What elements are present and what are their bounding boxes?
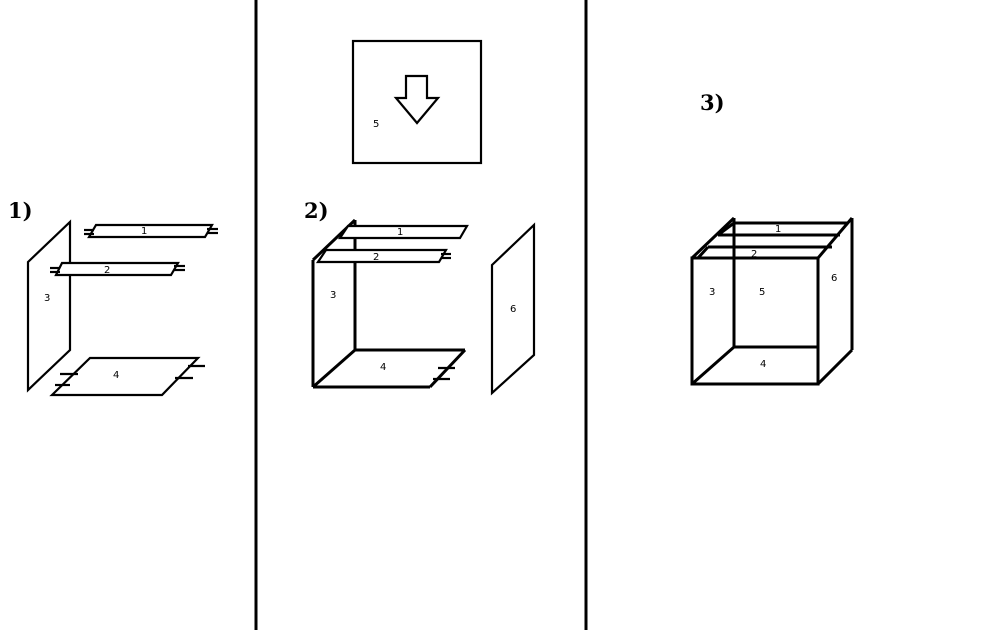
bottom-panel-4	[49, 356, 205, 397]
step-1-label: 1)	[8, 198, 33, 223]
step-3-panel: 3) 1 2 3 5 4 6	[690, 90, 854, 386]
step-3-label: 3)	[700, 90, 725, 115]
step-2-label: 2)	[304, 198, 329, 223]
part-4-label-step2: 4	[380, 362, 386, 373]
part-6-label: 6	[510, 304, 516, 315]
step-2-panel: 2) 5 1 2 3 4 6	[304, 39, 536, 396]
part-2-label-step3: 2	[751, 249, 757, 260]
part-3-label-step2: 3	[330, 290, 336, 301]
part-2-label-step2: 2	[373, 252, 379, 263]
part-3-label: 3	[44, 293, 50, 304]
part-1-label-step2: 1	[397, 227, 403, 238]
partial-carcass	[311, 218, 469, 389]
assembled-cabinet	[690, 216, 854, 386]
part-1-label: 1	[141, 226, 147, 237]
part-1-label-step3: 1	[775, 224, 781, 235]
shelf-1	[84, 223, 218, 239]
side-panel-6	[490, 222, 536, 396]
step-1-panel: 1) 3 1 2 4	[8, 198, 218, 397]
side-panel-3	[26, 219, 72, 393]
shelf-2	[50, 261, 185, 277]
part-5-label-step3: 5	[759, 287, 765, 298]
part-3-label-step3: 3	[709, 287, 715, 298]
part-2-label: 2	[104, 265, 110, 276]
part-4-label-step3: 4	[760, 359, 766, 370]
part-6-label-step3: 6	[831, 273, 837, 284]
part-5-label: 5	[373, 119, 379, 130]
down-arrow-icon	[393, 74, 441, 125]
part-4-label: 4	[113, 370, 119, 381]
